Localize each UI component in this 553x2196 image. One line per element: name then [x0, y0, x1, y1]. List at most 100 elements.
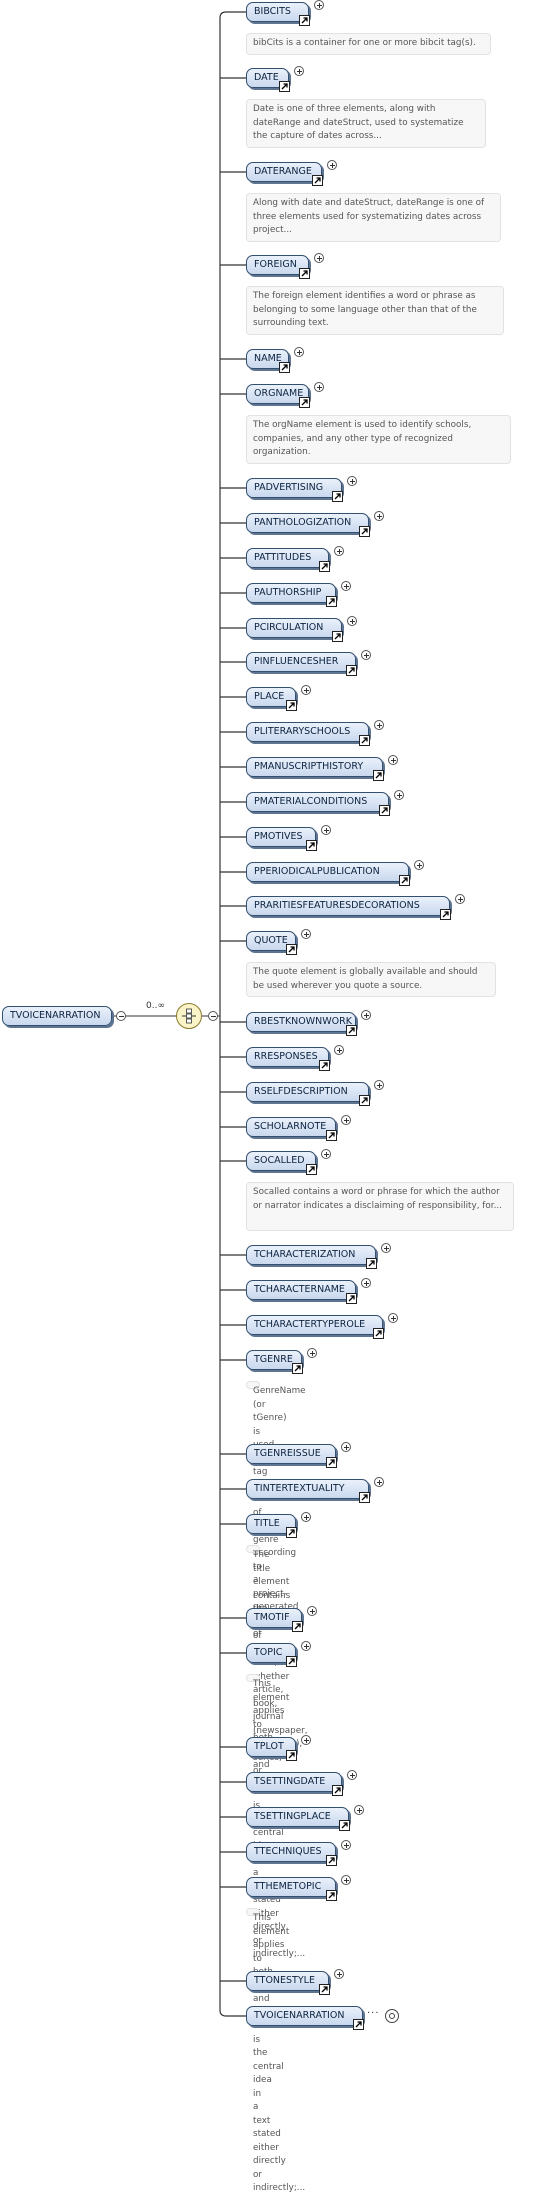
- expand-icon[interactable]: [354, 1805, 364, 1815]
- expand-icon[interactable]: [374, 720, 384, 730]
- expand-icon[interactable]: [381, 1243, 391, 1253]
- element-node-tcharactertyperole[interactable]: TCHARACTERTYPEROLE: [246, 1315, 383, 1335]
- element-label: PCIRCULATION: [254, 622, 324, 633]
- element-node-tcharactername[interactable]: TCHARACTERNAME: [246, 1280, 356, 1300]
- reference-arrow-icon: [326, 1855, 337, 1866]
- element-node-pauthorship[interactable]: PAUTHORSHIP: [246, 583, 336, 603]
- expand-icon[interactable]: [334, 1969, 344, 1979]
- element-node-topic[interactable]: TOPIC: [246, 1643, 296, 1663]
- element-node-title[interactable]: TITLE: [246, 1514, 296, 1534]
- expand-icon[interactable]: [334, 546, 344, 556]
- element-documentation: The foreign element identifies a word or…: [246, 286, 504, 335]
- element-node-pperiodicalpublication[interactable]: PPERIODICALPUBLICATION: [246, 862, 409, 882]
- expand-icon[interactable]: [341, 1840, 351, 1850]
- element-node-name[interactable]: NAME: [246, 349, 289, 369]
- root-element-node[interactable]: TVOICENARRATION: [2, 1006, 112, 1026]
- element-node-tsettingplace[interactable]: TSETTINGPLACE: [246, 1807, 349, 1827]
- expand-icon[interactable]: [307, 1348, 317, 1358]
- expand-icon[interactable]: [314, 0, 324, 10]
- expand-icon[interactable]: [361, 650, 371, 660]
- element-node-tplot[interactable]: TPLOT: [246, 1737, 296, 1757]
- expand-icon[interactable]: [347, 616, 357, 626]
- expand-icon[interactable]: [294, 66, 304, 76]
- root-collapse-icon[interactable]: [116, 1011, 126, 1021]
- expand-icon[interactable]: [301, 1641, 311, 1651]
- element-node-rselfdescription[interactable]: RSELFDESCRIPTION: [246, 1082, 369, 1102]
- recursion-dots: ···: [367, 2008, 380, 2019]
- element-node-place[interactable]: PLACE: [246, 687, 296, 707]
- element-node-pmanuscripthistory[interactable]: PMANUSCRIPTHISTORY: [246, 757, 383, 777]
- element-node-pmotives[interactable]: PMOTIVES: [246, 827, 316, 847]
- reference-arrow-icon: [319, 561, 330, 572]
- element-node-daterange[interactable]: DATERANGE: [246, 162, 322, 182]
- element-label: TCHARACTERNAME: [254, 1284, 345, 1295]
- reference-arrow-icon: [346, 1293, 357, 1304]
- element-node-praritiesfeaturesdecorations[interactable]: PRARITIESFEATURESDECORATIONS: [246, 896, 450, 916]
- expand-icon[interactable]: [374, 1080, 384, 1090]
- element-label: PLACE: [254, 691, 285, 702]
- expand-icon[interactable]: [414, 860, 424, 870]
- expand-icon[interactable]: [341, 1115, 351, 1125]
- expand-icon[interactable]: [301, 1735, 311, 1745]
- element-node-tgenre[interactable]: TGENRE: [246, 1350, 302, 1370]
- expand-icon[interactable]: [347, 476, 357, 486]
- element-label: TOPIC: [254, 1647, 283, 1658]
- expand-icon[interactable]: [301, 929, 311, 939]
- element-node-tmotif[interactable]: TMOTIF: [246, 1608, 302, 1628]
- element-node-bibcits[interactable]: BIBCITS: [246, 2, 309, 22]
- expand-icon[interactable]: [307, 1606, 317, 1616]
- element-documentation: This element applies to both theme and t…: [246, 1908, 305, 2193]
- element-node-rresponses[interactable]: RRESPONSES: [246, 1047, 329, 1067]
- expand-icon[interactable]: [301, 685, 311, 695]
- element-node-socalled[interactable]: SOCALLED: [246, 1151, 316, 1171]
- element-label: PADVERTISING: [254, 482, 324, 493]
- element-node-padvertising[interactable]: PADVERTISING: [246, 478, 342, 498]
- element-node-pliteraryschools[interactable]: PLITERARYSCHOOLS: [246, 722, 369, 742]
- expand-icon[interactable]: [321, 825, 331, 835]
- reference-arrow-icon: [292, 1363, 303, 1374]
- element-node-tthemetopic[interactable]: TTHEMETOPIC: [246, 1877, 336, 1897]
- sequence-compositor-icon[interactable]: [176, 1003, 202, 1029]
- reference-arrow-icon: [359, 1095, 370, 1106]
- expand-icon[interactable]: [327, 160, 337, 170]
- element-node-pinfluencesher[interactable]: PINFLUENCESHER: [246, 652, 356, 672]
- element-node-tvoicenarration[interactable]: TVOICENARRATION: [246, 2006, 363, 2026]
- expand-icon[interactable]: [314, 253, 324, 263]
- expand-icon[interactable]: [321, 1149, 331, 1159]
- expand-icon[interactable]: [361, 1278, 371, 1288]
- element-node-tcharacterization[interactable]: TCHARACTERIZATION: [246, 1245, 376, 1265]
- element-label: PANTHOLOGIZATION: [254, 517, 352, 528]
- expand-icon[interactable]: [388, 755, 398, 765]
- element-node-panthologization[interactable]: PANTHOLOGIZATION: [246, 513, 369, 533]
- element-node-ttonestyle[interactable]: TTONESTYLE: [246, 1971, 329, 1991]
- element-node-ttechniques[interactable]: TTECHNIQUES: [246, 1842, 336, 1862]
- element-node-pattitudes[interactable]: PATTITUDES: [246, 548, 329, 568]
- sequence-collapse-icon[interactable]: [208, 1011, 218, 1021]
- expand-icon[interactable]: [374, 1477, 384, 1487]
- expand-icon[interactable]: [341, 1875, 351, 1885]
- reference-arrow-icon: [399, 875, 410, 886]
- expand-icon[interactable]: [347, 1770, 357, 1780]
- element-node-pmaterialconditions[interactable]: PMATERIALCONDITIONS: [246, 792, 389, 812]
- expand-icon[interactable]: [301, 1512, 311, 1522]
- element-node-tgenreissue[interactable]: TGENREISSUE: [246, 1444, 336, 1464]
- element-node-quote[interactable]: QUOTE: [246, 931, 296, 951]
- expand-icon[interactable]: [334, 1045, 344, 1055]
- expand-icon[interactable]: [294, 347, 304, 357]
- element-node-orgname[interactable]: ORGNAME: [246, 384, 309, 404]
- element-node-date[interactable]: DATE: [246, 68, 289, 88]
- expand-icon[interactable]: [361, 1010, 371, 1020]
- element-node-tsettingdate[interactable]: TSETTINGDATE: [246, 1772, 342, 1792]
- expand-icon[interactable]: [394, 790, 404, 800]
- expand-icon[interactable]: [455, 894, 465, 904]
- expand-icon[interactable]: [314, 382, 324, 392]
- element-node-pcirculation[interactable]: PCIRCULATION: [246, 618, 342, 638]
- element-node-rbestknownwork[interactable]: RBESTKNOWNWORK: [246, 1012, 356, 1032]
- element-node-tintertextuality[interactable]: TINTERTEXTUALITY: [246, 1479, 369, 1499]
- expand-icon[interactable]: [374, 511, 384, 521]
- expand-icon[interactable]: [341, 581, 351, 591]
- element-node-foreign[interactable]: FOREIGN: [246, 255, 309, 275]
- element-node-scholarnote[interactable]: SCHOLARNOTE: [246, 1117, 336, 1137]
- expand-icon[interactable]: [341, 1442, 351, 1452]
- expand-icon[interactable]: [388, 1313, 398, 1323]
